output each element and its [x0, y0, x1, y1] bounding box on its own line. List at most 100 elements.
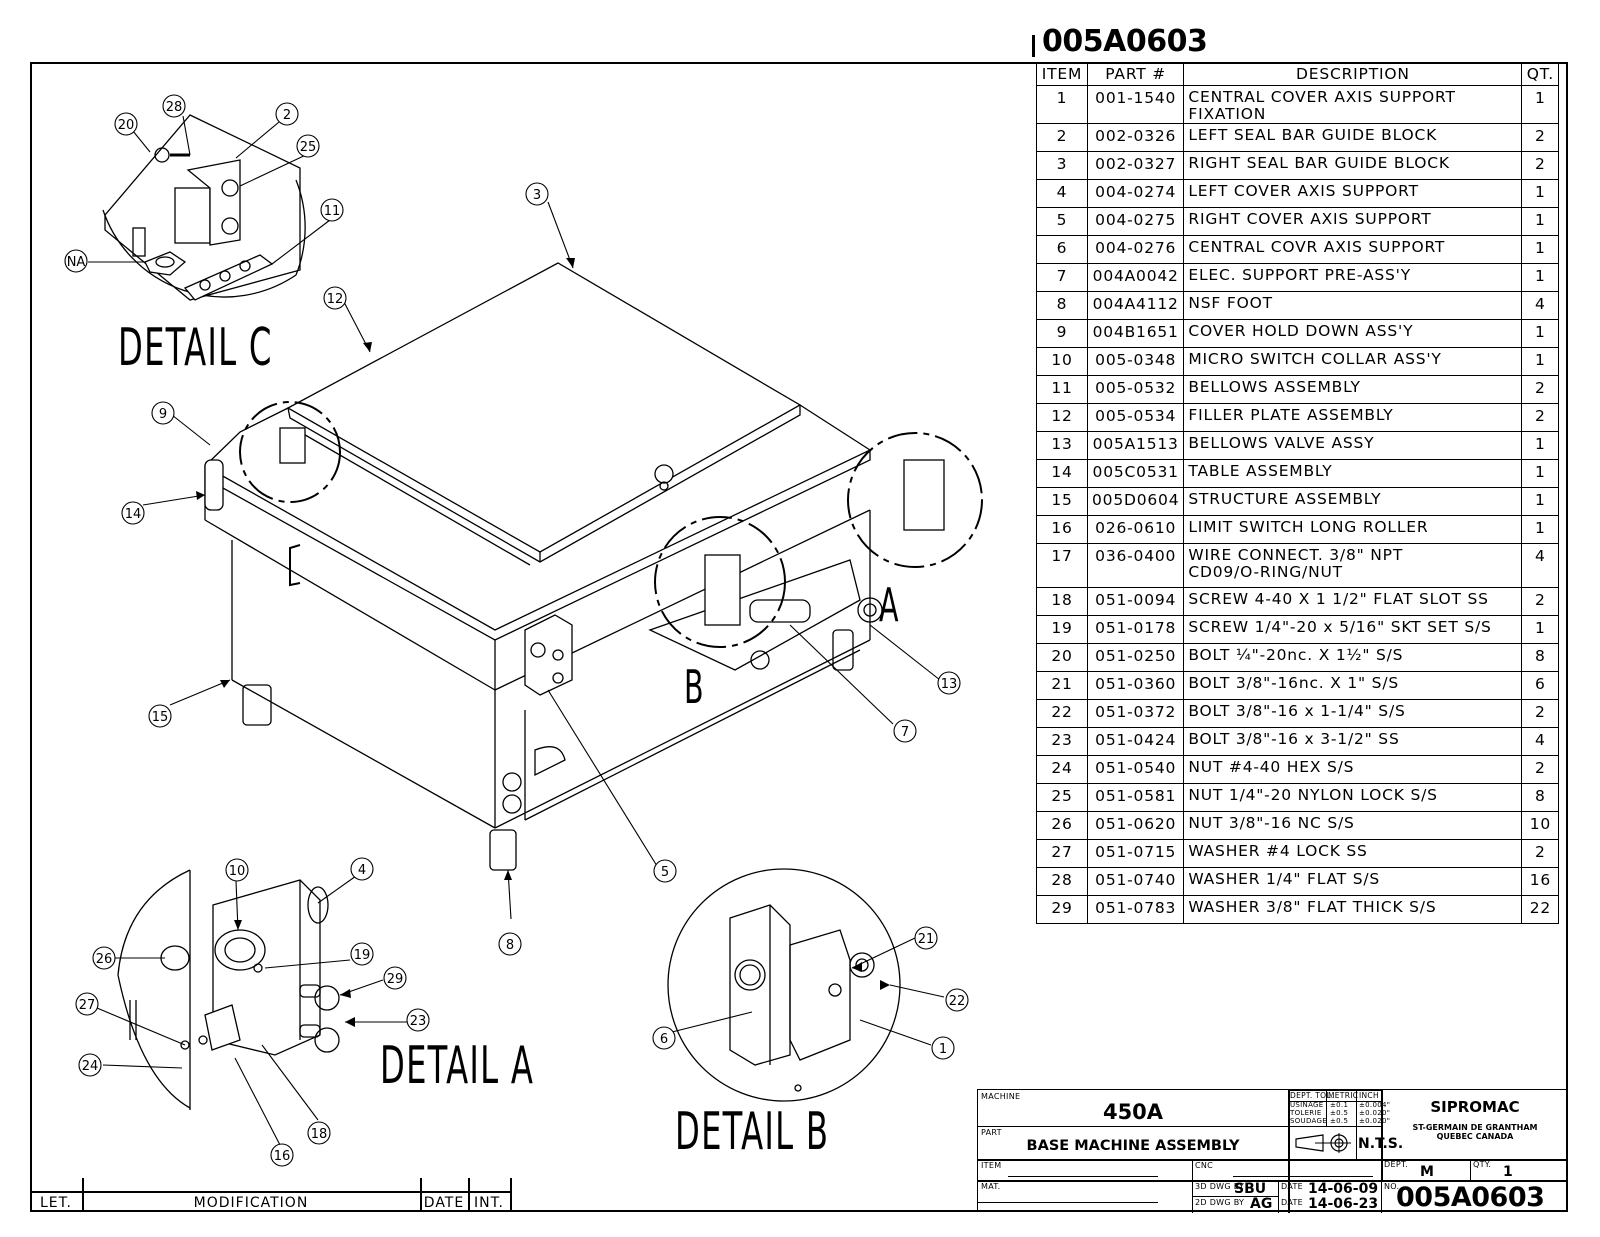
date2-value: 14-06-23 [1308, 1196, 1379, 1212]
dwg2d-label: 2D DWG BY [1195, 1198, 1245, 1207]
bom-description: COVER HOLD DOWN ASS'Y [1183, 319, 1523, 348]
dwg3d-label: 3D DWG BY [1195, 1182, 1245, 1191]
balloon-29: 29 [387, 972, 404, 987]
item-label: ITEM [981, 1161, 1002, 1170]
date1-value: 14-06-09 [1308, 1181, 1379, 1197]
bom-item: 20 [1036, 643, 1088, 672]
bom-part-number: 002-0326 [1086, 123, 1185, 152]
bom-item: 11 [1036, 375, 1088, 404]
bom-header-qty: QT. [1521, 62, 1560, 86]
balloon-16: 16 [274, 1149, 291, 1164]
balloon-21: 21 [918, 932, 935, 947]
guide-block-5 [524, 614, 573, 696]
balloon-27: 27 [79, 998, 96, 1013]
bom-description: LIMIT SWITCH LONG ROLLER [1183, 515, 1523, 544]
bom-qty: 1 [1521, 319, 1560, 348]
bom-part-number: 051-0620 [1086, 811, 1185, 840]
title-block: MACHINE 450A PART BASE MACHINE ASSEMBLY … [977, 1089, 1568, 1213]
detail-a-callout [847, 432, 983, 568]
machine-value: 450A [1102, 1100, 1164, 1124]
detail-c-view [102, 114, 306, 301]
bom-item: 23 [1036, 727, 1088, 756]
balloon-2: 2 [283, 108, 291, 123]
bom-description: BELLOWS ASSEMBLY [1183, 375, 1523, 404]
bom-header-item: ITEM [1036, 62, 1088, 86]
bom-description: SCREW 4-40 X 1 1/2" FLAT SLOT SS [1183, 587, 1523, 616]
balloon-10: 10 [229, 864, 246, 879]
bom-item: 21 [1036, 671, 1088, 700]
rev-date-label: DATE [423, 1195, 465, 1211]
bom-description: NUT #4-40 HEX S/S [1183, 755, 1523, 784]
bom-description: WASHER 1/4" FLAT S/S [1183, 867, 1523, 896]
balloon-15: 15 [152, 710, 169, 725]
bom-item: 17 [1036, 543, 1088, 588]
bom-header-part: PART # [1086, 62, 1185, 86]
bom-description: FILLER PLATE ASSEMBLY [1183, 403, 1523, 432]
bom-item: 24 [1036, 755, 1088, 784]
bom-description: ELEC. SUPPORT PRE-ASS'Y [1183, 263, 1523, 292]
bom-description: LEFT COVER AXIS SUPPORT [1183, 179, 1523, 208]
cover-hold-down [204, 459, 224, 511]
bom-description: SCREW 1/4"-20 x 5/16" SKT SET S/S [1183, 615, 1523, 644]
bom-qty: 2 [1521, 587, 1560, 616]
balloon-24: 24 [82, 1059, 99, 1074]
drawing-border [30, 62, 1568, 1212]
balloon-1: 1 [939, 1042, 947, 1057]
rev-let-label: LET. [40, 1195, 72, 1211]
part-label: PART [981, 1128, 1002, 1137]
detail-b-label: DETAIL B [675, 1102, 830, 1162]
tol-dept-label: DEPT. TOL. [1290, 1091, 1334, 1100]
electrical-support-7 [648, 559, 883, 671]
view-a-letter: A [879, 578, 900, 632]
tolerance-name: TOLERIE [1290, 1109, 1322, 1117]
bom-part-number: 051-0372 [1086, 699, 1185, 728]
bom-description: LEFT SEAL BAR GUIDE BLOCK [1183, 123, 1523, 152]
tolerance-metric: ±0.5 [1330, 1109, 1349, 1117]
detail-a-label: DETAIL A [380, 1036, 535, 1096]
bom-item: 4 [1036, 179, 1088, 208]
bom-item: 9 [1036, 319, 1088, 348]
bom-part-number: 051-0250 [1086, 643, 1185, 672]
bom-part-number: 002-0327 [1086, 151, 1185, 180]
tolerance-inch: ±0.020" [1359, 1117, 1391, 1125]
bom-qty: 22 [1521, 895, 1560, 924]
bom-description: BELLOWS VALVE ASSY [1183, 431, 1523, 460]
dept-value: M [1420, 1164, 1434, 1180]
tolerance-metric: ±0.5 [1330, 1117, 1349, 1125]
balloon-14: 14 [125, 507, 142, 522]
bom-part-number: 004-0275 [1086, 207, 1185, 236]
cnc-label: CNC [1195, 1161, 1214, 1170]
bom-item: 16 [1036, 515, 1088, 544]
bom-item: 14 [1036, 459, 1088, 488]
date2-label: DATE [1281, 1198, 1304, 1207]
bom-item: 19 [1036, 615, 1088, 644]
bom-description: NSF FOOT [1183, 291, 1523, 320]
bom-part-number: 051-0094 [1086, 587, 1185, 616]
bom-description: WASHER 3/8" FLAT THICK S/S [1183, 895, 1523, 924]
bom-qty: 1 [1521, 431, 1560, 460]
qty-label: QTY. [1473, 1160, 1492, 1169]
bom-qty: 4 [1521, 727, 1560, 756]
bom-qty: 1 [1521, 85, 1560, 124]
balloon-11: 11 [324, 204, 341, 219]
company-address-1: ST-GERMAIN DE GRANTHAM [1412, 1123, 1538, 1132]
bom-item: 25 [1036, 783, 1088, 812]
bom-qty: 1 [1521, 235, 1560, 264]
bom-qty: 8 [1521, 643, 1560, 672]
bom-item: 5 [1036, 207, 1088, 236]
bom-item: 3 [1036, 151, 1088, 180]
